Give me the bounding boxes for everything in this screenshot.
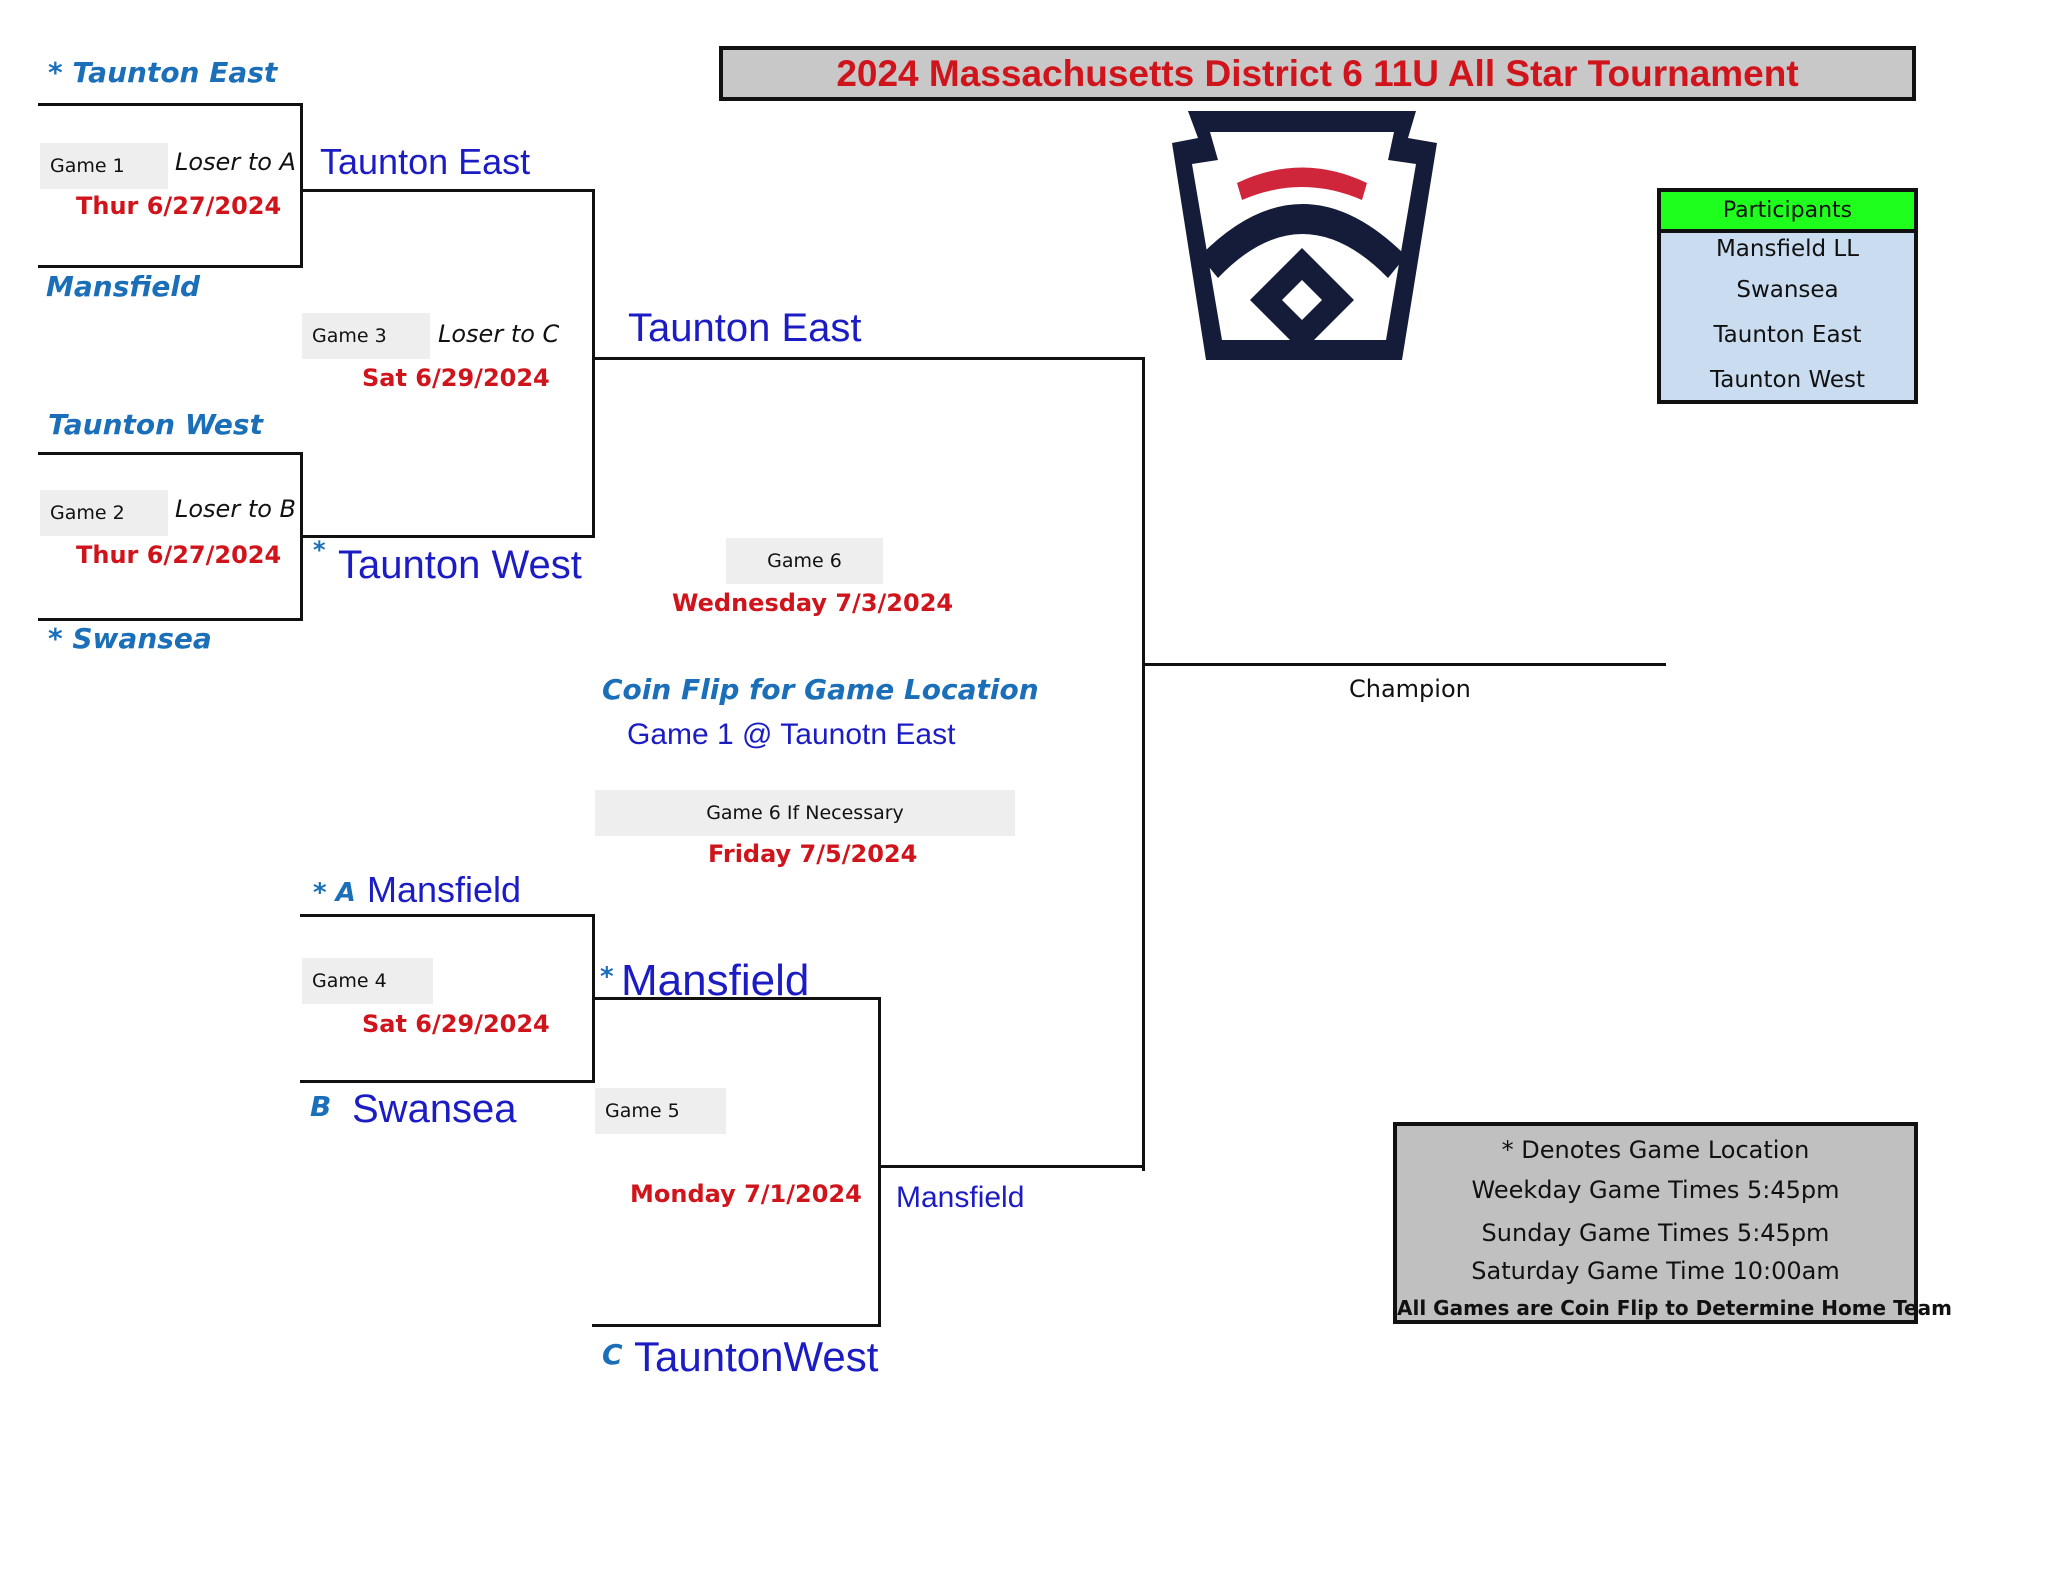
seed-taunton-west: Taunton West [48,408,263,441]
seed-mansfield: Mansfield [46,270,201,303]
game-1-label: Game 1 [40,143,168,189]
bracket-line [1142,357,1145,1171]
bracket-line [592,997,881,1000]
coin-flip-title: Coin Flip for Game Location [602,673,1039,706]
bracket-line [38,618,303,621]
bracket-line [878,997,881,1327]
participant-item: Taunton East [1713,322,1862,348]
game-6-date: Wednesday 7/3/2024 [672,589,954,617]
slot-c-mark: C [602,1338,623,1371]
slot-c-team: TauntonWest [634,1333,879,1380]
bracket-line [300,103,303,268]
bracket-line [300,535,595,538]
seed-swansea: * Swansea [48,622,212,655]
legend-line: * Denotes Game Location [1501,1136,1810,1164]
seed-taunton-east: * Taunton East [48,56,278,89]
game-1-winner: Taunton East [320,141,531,182]
bracket-line [878,1165,1145,1168]
slot-b-team: Swansea [352,1087,517,1131]
game-4-winner: Mansfield [621,956,810,1005]
bracket-line [1142,663,1666,666]
game-3-date: Sat 6/29/2024 [362,364,550,392]
game-5-label: Game 5 [595,1088,726,1134]
slot-a-team: Mansfield [367,869,522,910]
game-3-loser-note: Loser to C [438,320,560,348]
game-4-date: Sat 6/29/2024 [362,1010,550,1038]
participant-item: Swansea [1736,277,1839,303]
keystone-logo-icon [1172,111,1437,360]
title-banner: 2024 Massachusetts District 6 11U All St… [719,46,1916,101]
game-2-location-mark: * [313,536,326,564]
game-6-if-necessary-label: Game 6 If Necessary [595,790,1015,836]
legend-line: Weekday Game Times 5:45pm [1471,1176,1840,1204]
game-1-loser-note: Loser to A [175,148,296,176]
bracket-line [300,189,595,192]
game-6-if-necessary-date: Friday 7/5/2024 [708,840,918,868]
bracket-line [300,914,595,917]
game-3-winner: Taunton East [628,306,862,350]
slot-a-mark: * A [313,878,356,908]
bracket-line [38,265,303,268]
game-2-date: Thur 6/27/2024 [76,541,282,569]
legend-line: Sunday Game Times 5:45pm [1481,1219,1830,1247]
participant-item: Mansfield LL [1715,236,1860,262]
bracket-line [592,1324,881,1327]
bracket-line [38,103,303,106]
game-1-date: Thur 6/27/2024 [76,192,282,220]
participants-header: Participants [1661,192,1914,233]
game-6-label: Game 6 [726,538,883,584]
game-3-label: Game 3 [302,313,430,359]
game-4-location-mark: * [600,962,614,992]
champion-label: Champion [1349,675,1471,703]
game-2-label: Game 2 [40,490,168,536]
slot-b-mark: B [310,1090,332,1123]
game-5-date: Monday 7/1/2024 [630,1180,862,1208]
bracket-line [38,452,303,455]
participant-item: Taunton West [1709,367,1865,393]
bracket-line [592,357,1145,360]
legend-box: * Denotes Game Location Weekday Game Tim… [1393,1122,1952,1324]
game-2-loser-note: Loser to B [175,495,297,523]
bracket-line [592,189,595,538]
game-2-winner: Taunton West [338,543,582,587]
legend-line-bold: All Games are Coin Flip to Determine Hom… [1397,1296,1952,1320]
game-5-winner: Mansfield [896,1181,1025,1214]
participants-box: Participants Mansfield LL Swansea Taunto… [1657,188,1918,404]
page-title: 2024 Massachusetts District 6 11U All St… [836,53,1799,94]
game-4-label: Game 4 [302,958,433,1004]
bracket-line [300,1080,595,1083]
coin-flip-detail: Game 1 @ Taunotn East [627,718,956,751]
legend-line: Saturday Game Time 10:00am [1471,1257,1840,1285]
